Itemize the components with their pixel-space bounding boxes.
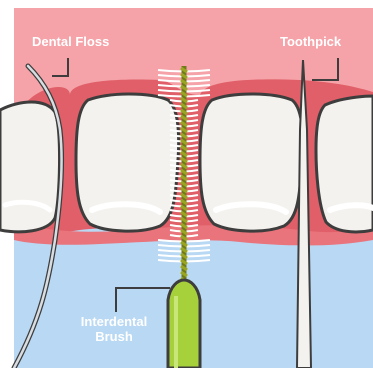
label-toothpick: Toothpick xyxy=(280,34,341,49)
label-brush-line1: Interdental xyxy=(62,314,166,329)
brush-handle xyxy=(168,280,200,368)
label-brush-line2: Brush xyxy=(62,329,166,344)
label-dental-floss: Dental Floss xyxy=(32,34,109,49)
label-interdental-brush: Interdental Brush xyxy=(62,314,166,344)
tooth-left xyxy=(0,102,60,232)
tooth-center-left xyxy=(76,94,179,231)
tooth-center-right xyxy=(200,94,303,231)
brush-wire xyxy=(181,66,187,286)
tooth-right xyxy=(316,96,373,232)
